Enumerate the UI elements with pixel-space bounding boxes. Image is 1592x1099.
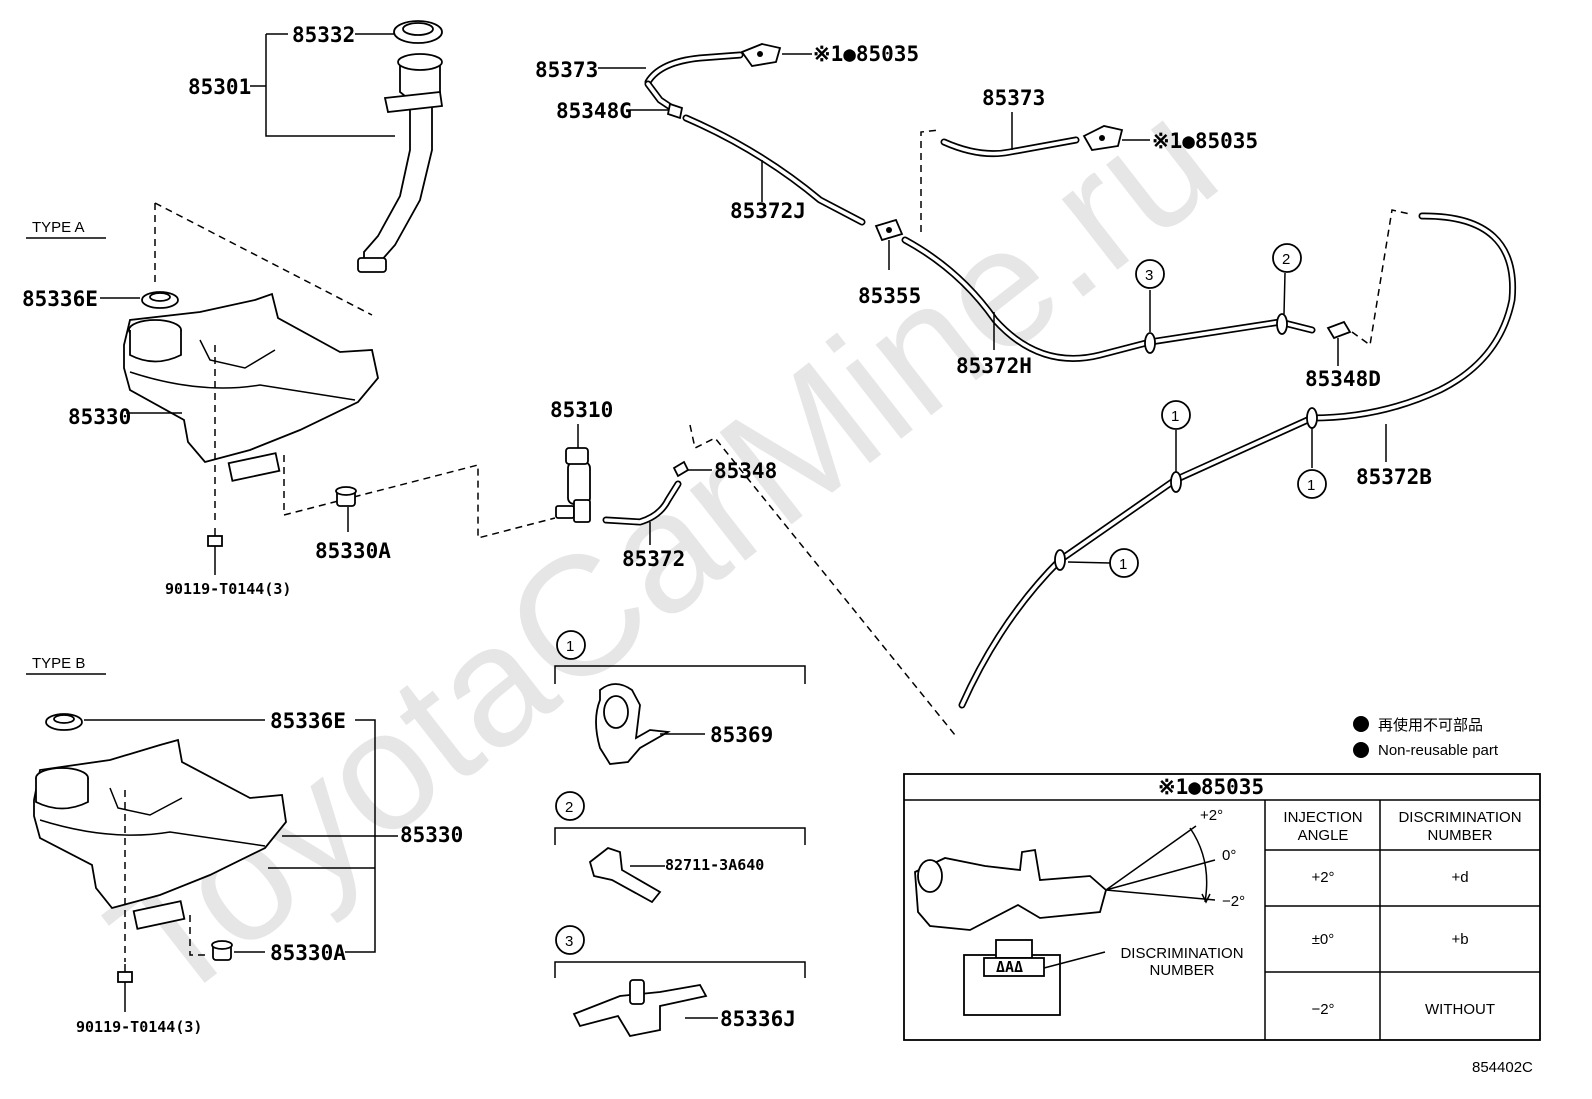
grommet-85330a-type-a [335, 486, 357, 507]
legend-en: Non-reusable part [1378, 742, 1499, 759]
label-90119-a: 90119-T0144(3) [165, 580, 291, 598]
legend: 再使用不可部品 Non-reusable part [1353, 716, 1499, 759]
clip-marker-1-c: 1 [1054, 548, 1139, 578]
label-85348d: 85348D [1305, 367, 1381, 391]
svg-text:3: 3 [565, 933, 573, 950]
non-reusable-dot-icon [1353, 716, 1369, 732]
nozzle-angle-illustration: +2° 0° −2° ΔAΔ DISCRIMINATION NUMBER [914, 807, 1245, 1016]
label-85330-b: 85330 [400, 823, 463, 847]
discrimination-label-1: DISCRIMINATION [1120, 945, 1243, 962]
cap-85336e-type-a [141, 291, 179, 309]
label-85373-b: 85373 [982, 86, 1045, 110]
nozzle-85035-a [740, 43, 782, 67]
label-82711: 82711-3A640 [665, 856, 764, 874]
legend-jp: 再使用不可部品 [1378, 717, 1483, 734]
non-reusable-dot-icon [1353, 742, 1369, 758]
joint-85348d [1326, 320, 1352, 340]
row2-angle: ±0° [1312, 931, 1335, 948]
svg-text:1: 1 [566, 638, 574, 655]
label-85369: 85369 [710, 723, 773, 747]
label-90119-b: 90119-T0144(3) [76, 1018, 202, 1036]
row3-number: WITHOUT [1425, 1001, 1495, 1018]
label-85035-b: ※1●85035 [1152, 129, 1258, 153]
svg-text:2: 2 [1282, 251, 1290, 268]
angle-minus-label: −2° [1222, 893, 1245, 910]
valve-85355 [874, 218, 904, 242]
angle-plus-label: +2° [1200, 807, 1223, 824]
label-85330a-a: 85330A [315, 539, 391, 563]
label-85336j: 85336J [720, 1007, 796, 1031]
angle-zero-label: 0° [1222, 847, 1236, 864]
detail-clip-3: 3 [554, 925, 806, 1038]
washer-tank-type-a [123, 292, 379, 482]
washer-tank-type-b [33, 738, 287, 930]
type-b-label: TYPE B [32, 655, 85, 672]
clip-marker-1-b: 1 [1161, 400, 1191, 493]
nozzle-table: ※1●85035 INJECTION ANGLE DISCRIMINATION … [903, 773, 1541, 1041]
label-85372: 85372 [622, 547, 685, 571]
label-85348: 85348 [714, 459, 777, 483]
label-85330-a: 85330 [68, 405, 131, 429]
clip-marker-1-a: 1 [1297, 407, 1327, 499]
label-85373-a: 85373 [535, 58, 598, 82]
table-title: ※1●85035 [1158, 775, 1264, 799]
label-85336e-a: 85336E [22, 287, 98, 311]
bolt-90119-type-a [207, 528, 223, 575]
washer-pump-85310 [555, 447, 591, 523]
label-85372b: 85372B [1356, 465, 1432, 489]
header-discrimination-2: NUMBER [1427, 827, 1492, 844]
nozzle-85035-b [1082, 125, 1124, 151]
row3-angle: −2° [1311, 1001, 1334, 1018]
diagram-code: 854402C [1472, 1059, 1533, 1076]
clip-marker-3-on-hose: 3 [1135, 259, 1165, 354]
label-85336e-b: 85336E [270, 709, 346, 733]
svg-text:1: 1 [1119, 556, 1127, 573]
discrimination-label-2: NUMBER [1149, 962, 1214, 979]
joint-85348g [666, 102, 684, 120]
row1-angle: +2° [1311, 869, 1334, 886]
header-injection-angle-2: ANGLE [1298, 827, 1349, 844]
detail-clip-1: 1 [554, 630, 806, 765]
svg-text:1: 1 [1171, 408, 1179, 425]
filler-cap-85332 [393, 20, 443, 44]
svg-text:2: 2 [565, 799, 573, 816]
bolt-90119-type-b [117, 964, 133, 1012]
label-85348g: 85348G [556, 99, 632, 123]
svg-text:1: 1 [1307, 477, 1315, 494]
label-85372h: 85372H [956, 354, 1032, 378]
filler-neck-85301 [357, 53, 444, 273]
label-85330a-b: 85330A [270, 941, 346, 965]
svg-text:3: 3 [1145, 267, 1153, 284]
detail-clip-2: 2 [554, 791, 806, 904]
label-85035-a: ※1●85035 [813, 42, 919, 66]
label-85310: 85310 [550, 398, 613, 422]
label-85355: 85355 [858, 284, 921, 308]
grommet-85330a-type-b [211, 940, 233, 961]
header-discrimination: DISCRIMINATION [1398, 809, 1521, 826]
type-a-label: TYPE A [32, 219, 85, 236]
row2-number: +b [1451, 931, 1468, 948]
label-85301: 85301 [188, 75, 251, 99]
discrimination-mark: ΔAΔ [996, 958, 1023, 976]
label-85372j: 85372J [730, 199, 806, 223]
clip-marker-2-on-hose: 2 [1272, 243, 1302, 335]
label-85332: 85332 [292, 23, 355, 47]
cap-85336e-type-b [45, 713, 83, 731]
header-injection-angle: INJECTION [1283, 809, 1362, 826]
row1-number: +d [1451, 869, 1468, 886]
